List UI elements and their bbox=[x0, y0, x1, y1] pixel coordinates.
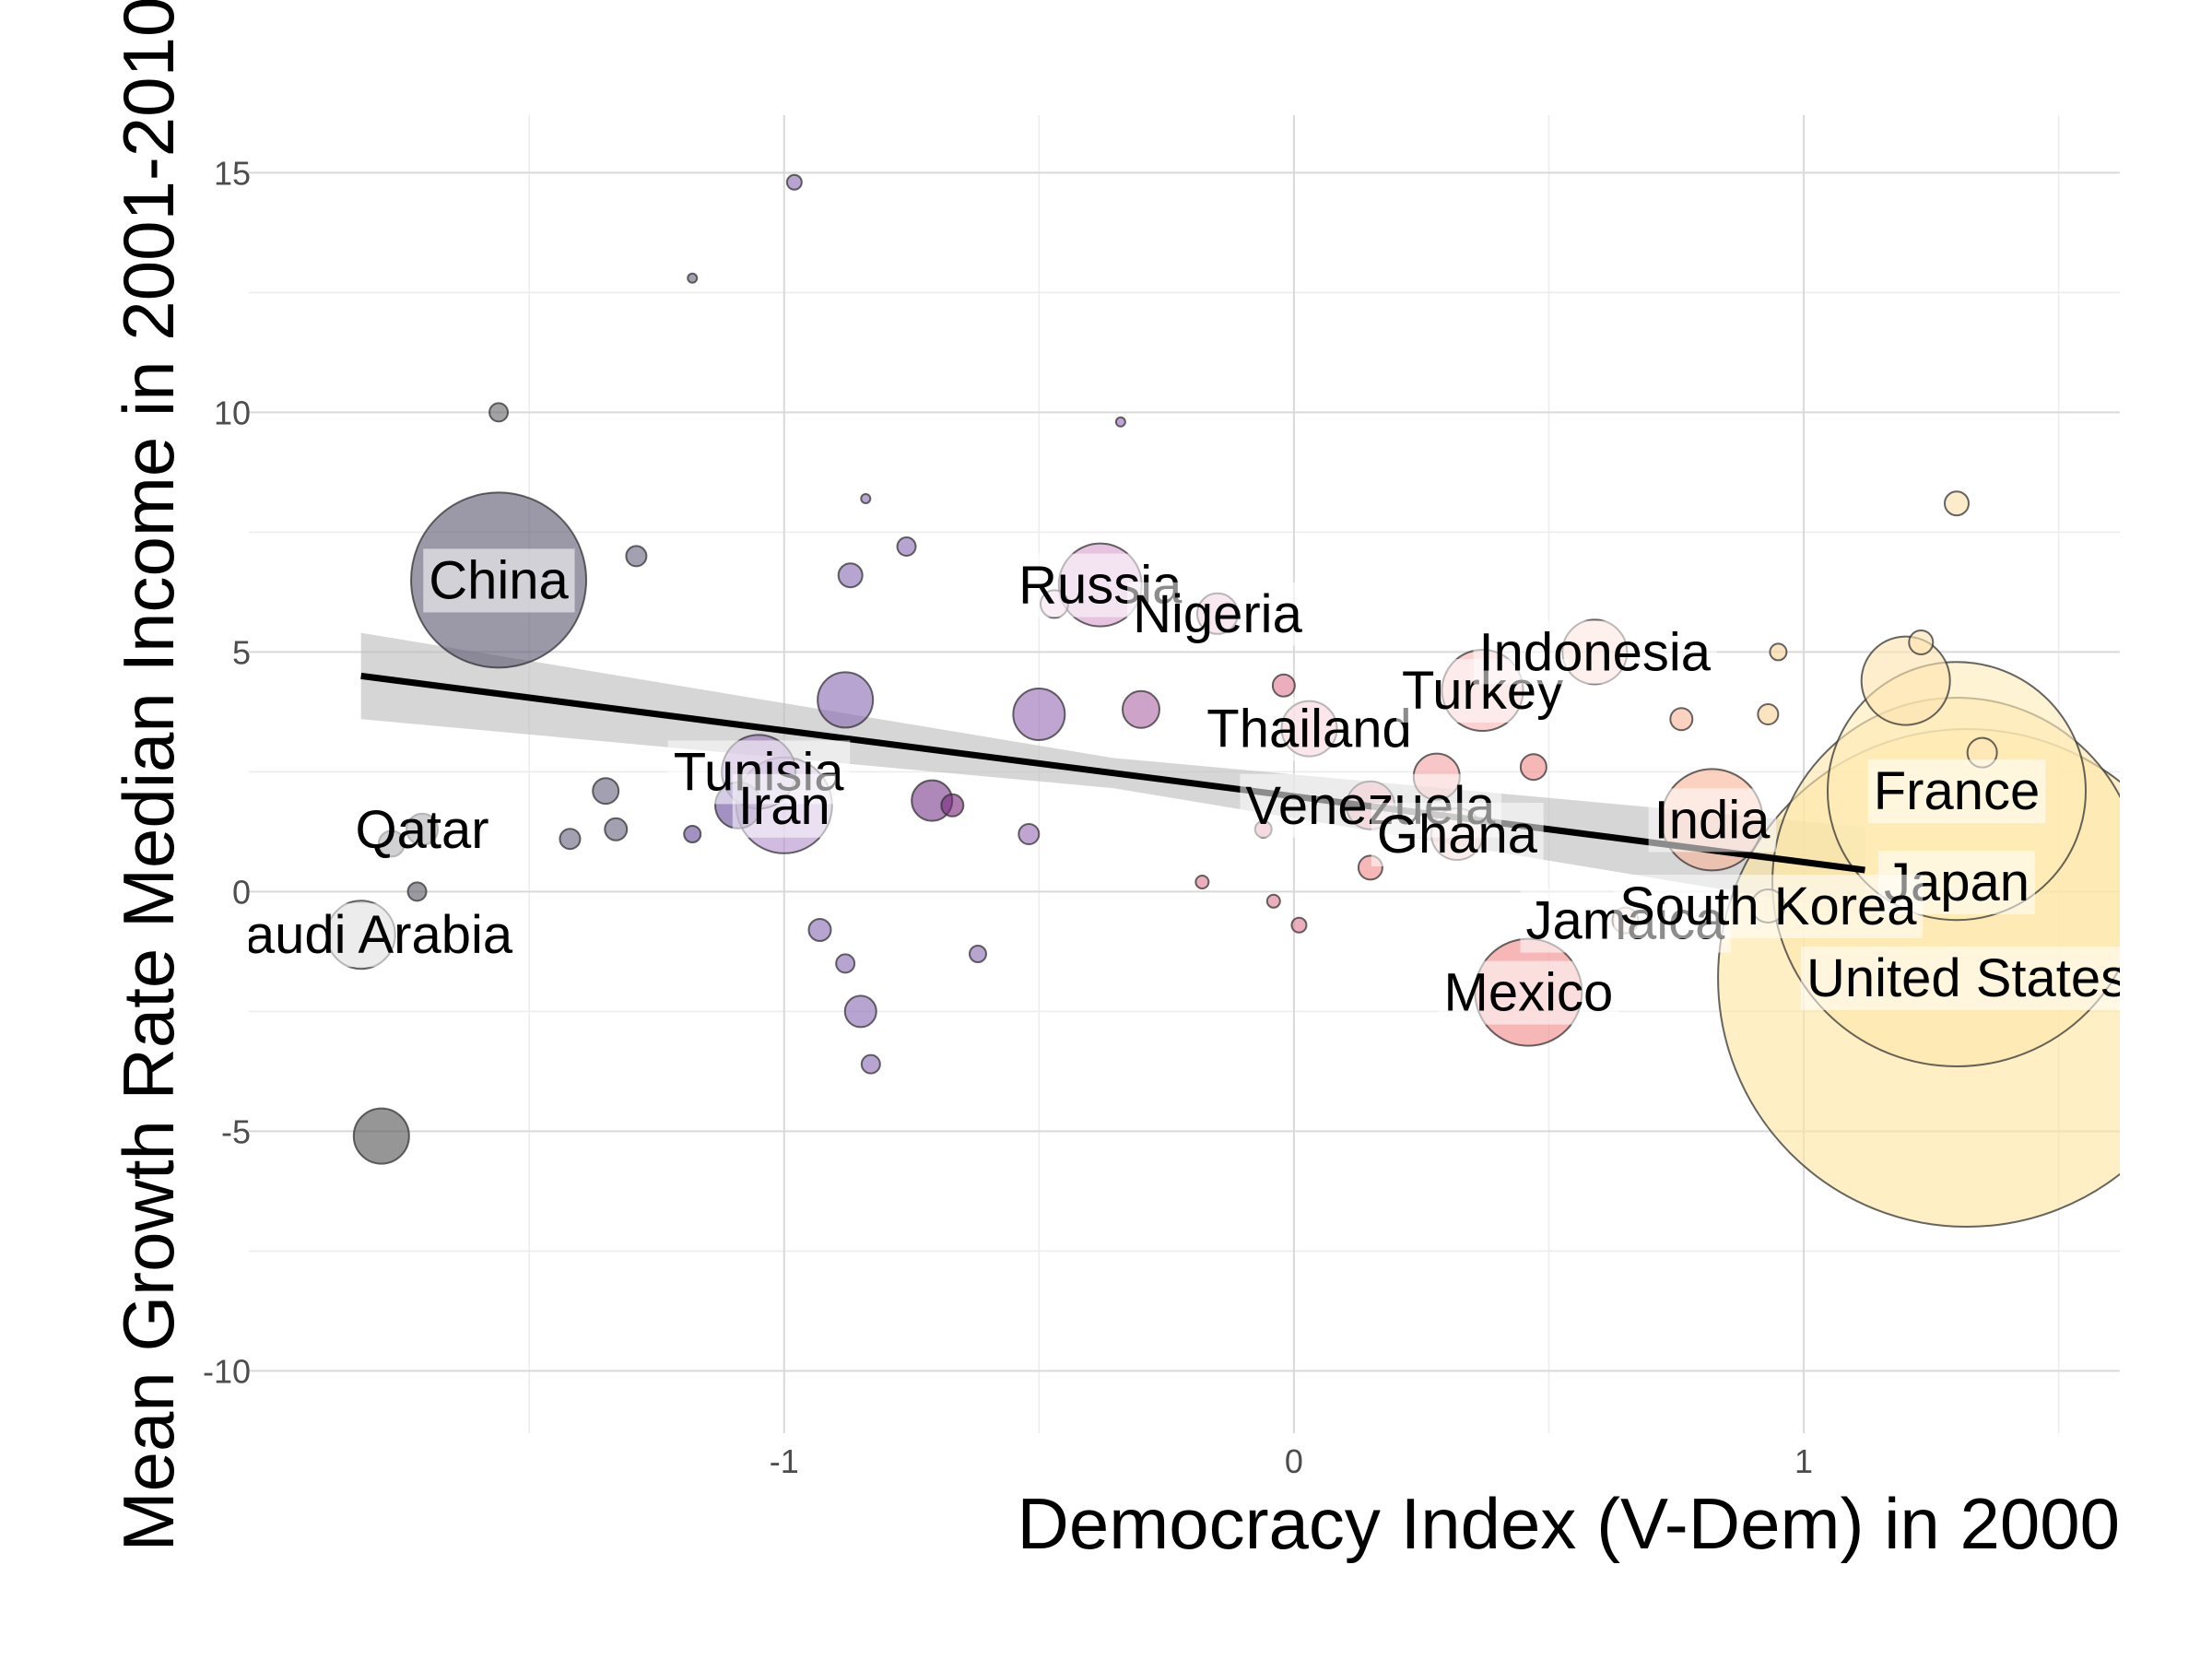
point-label-background bbox=[1371, 803, 1544, 866]
point-label: India bbox=[1654, 790, 1771, 850]
point-label-group: China bbox=[423, 548, 575, 613]
data-point bbox=[1669, 707, 1694, 732]
point-label-group: Saudi Arabia bbox=[209, 903, 519, 968]
data-point bbox=[488, 402, 510, 423]
point-label-background bbox=[423, 548, 575, 613]
point-label-group: France bbox=[1867, 759, 2046, 824]
point-label: Saudi Arabia bbox=[209, 905, 513, 965]
point-label: China bbox=[429, 550, 569, 610]
data-point bbox=[1860, 635, 1951, 726]
point-label-background bbox=[1438, 960, 1619, 1025]
x-tick-label: 0 bbox=[1285, 1442, 1303, 1480]
trend-line bbox=[360, 672, 1865, 874]
data-point bbox=[352, 1107, 410, 1165]
point-label-group: Iran bbox=[732, 773, 836, 838]
data-point bbox=[683, 825, 702, 843]
data-point bbox=[843, 994, 877, 1029]
data-point bbox=[1265, 893, 1281, 909]
point-label-background bbox=[349, 797, 495, 862]
data-point bbox=[1012, 688, 1066, 741]
data-point bbox=[1519, 753, 1547, 782]
point-label-group: United States bbox=[1800, 947, 2127, 1010]
data-point bbox=[1018, 823, 1041, 845]
data-point bbox=[785, 173, 803, 191]
point-label-background bbox=[1473, 620, 1717, 685]
data-point bbox=[687, 272, 699, 284]
data-point bbox=[940, 793, 965, 818]
point-label-group: Thailand bbox=[1201, 697, 1418, 761]
data-point bbox=[860, 493, 872, 504]
y-tick-label: -10 bbox=[203, 1352, 251, 1390]
point-label-background bbox=[1800, 947, 2120, 1010]
data-point bbox=[625, 545, 648, 568]
point-label-group: India bbox=[1648, 788, 1777, 853]
data-point bbox=[1908, 629, 1935, 655]
point-label: Nigeria bbox=[1133, 584, 1302, 644]
data-point bbox=[837, 562, 864, 589]
y-tick-label: 15 bbox=[214, 154, 251, 192]
point-label: Ghana bbox=[1377, 805, 1538, 865]
data-point bbox=[835, 953, 856, 974]
point-label-background bbox=[249, 903, 519, 968]
point-label: Iran bbox=[738, 776, 830, 836]
point-label-background bbox=[1614, 875, 1924, 938]
point-label-group: Ghana bbox=[1371, 803, 1544, 866]
data-point bbox=[1943, 490, 1970, 517]
point-label-background bbox=[1201, 697, 1418, 761]
y-tick-label: 5 bbox=[232, 633, 251, 671]
y-tick-label: 10 bbox=[214, 394, 251, 431]
point-label-group: Indonesia bbox=[1473, 620, 1717, 685]
data-point bbox=[1757, 703, 1780, 725]
point-label: Mexico bbox=[1444, 963, 1614, 1023]
data-point bbox=[860, 1053, 881, 1075]
point-label: United States bbox=[1806, 948, 2127, 1008]
point-label-group: Nigeria bbox=[1127, 582, 1309, 646]
data-point bbox=[592, 777, 620, 806]
point-label: France bbox=[1874, 761, 2041, 821]
point-label: Thailand bbox=[1206, 700, 1411, 759]
point-label-background bbox=[732, 773, 836, 838]
point-label-background bbox=[1867, 759, 2046, 824]
point-label-group: South Korea bbox=[1614, 875, 1924, 938]
point-label-group: Mexico bbox=[1438, 960, 1619, 1025]
data-point bbox=[1769, 642, 1788, 662]
data-point bbox=[896, 536, 917, 557]
point-label-background bbox=[1127, 582, 1309, 646]
data-point bbox=[406, 881, 428, 902]
point-label: South Korea bbox=[1619, 877, 1917, 936]
point-label: Indonesia bbox=[1478, 622, 1711, 682]
data-point bbox=[817, 671, 875, 729]
x-tick-label: -1 bbox=[770, 1442, 799, 1480]
trend-layer bbox=[360, 672, 1865, 874]
y-axis-title: Mean Growth Rate Median Income in 2001-2… bbox=[108, 0, 189, 1551]
data-point bbox=[559, 828, 582, 851]
data-point bbox=[807, 918, 832, 942]
y-tick-label: -5 bbox=[221, 1112, 251, 1150]
x-axis-title: Democracy Index (V-Dem) in 2000 bbox=[1018, 1483, 2120, 1564]
data-point bbox=[968, 945, 987, 963]
data-point bbox=[1114, 416, 1126, 428]
point-label-background bbox=[1648, 788, 1777, 853]
data-point bbox=[1194, 875, 1210, 889]
data-point bbox=[604, 817, 629, 841]
x-tick-label: 1 bbox=[1794, 1442, 1813, 1480]
point-label-group: Qatar bbox=[349, 797, 495, 862]
y-tick-label: 0 bbox=[232, 873, 251, 911]
data-point bbox=[1290, 916, 1308, 934]
data-point bbox=[1271, 673, 1296, 698]
data-point bbox=[1121, 689, 1160, 729]
point-label: Qatar bbox=[356, 800, 489, 860]
